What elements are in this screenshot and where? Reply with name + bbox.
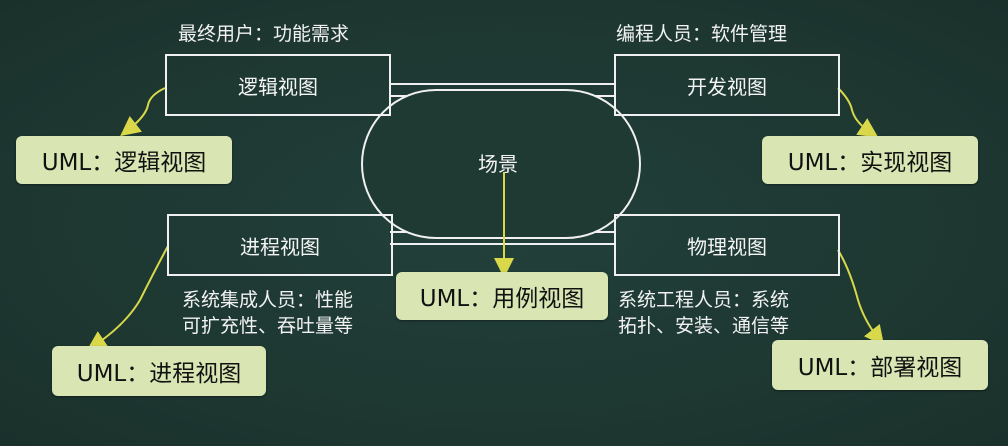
process-view-box: 进程视图	[167, 214, 393, 276]
development-view-label: 开发视图	[687, 74, 767, 99]
process-view-label: 进程视图	[240, 234, 320, 259]
logical-view-label: 逻辑视图	[238, 74, 318, 99]
development-view-box: 开发视图	[614, 54, 840, 116]
uml-deployment-view: UML：部署视图	[772, 340, 988, 390]
arrow-logical	[120, 87, 166, 137]
uml-usecase-view: UML：用例视图	[396, 272, 608, 320]
uml-logical-view: UML：逻辑视图	[16, 136, 232, 184]
dev-role-caption: 编程人员：软件管理	[616, 23, 788, 45]
logical-view-box: 逻辑视图	[165, 54, 391, 116]
arrow-physical	[837, 249, 885, 346]
scenario-label: 场景	[478, 152, 518, 176]
physical-role-caption-line1: 系统工程人员：系统	[618, 289, 790, 311]
arrow-process	[86, 245, 169, 351]
uml-process-view: UML：进程视图	[52, 346, 266, 396]
physical-view-box: 物理视图	[614, 214, 840, 276]
physical-role-caption-line2: 拓扑、安装、通信等	[618, 315, 790, 337]
process-role-caption-line1: 系统集成人员：性能	[182, 289, 354, 311]
process-role-caption-line2: 可扩充性、吞吐量等	[182, 315, 354, 337]
logical-role-caption: 最终用户：功能需求	[178, 23, 350, 45]
scenario-ellipse	[361, 89, 641, 239]
uml-implementation-view: UML：实现视图	[762, 136, 978, 184]
arrow-development	[837, 87, 879, 138]
physical-view-label: 物理视图	[687, 234, 767, 259]
